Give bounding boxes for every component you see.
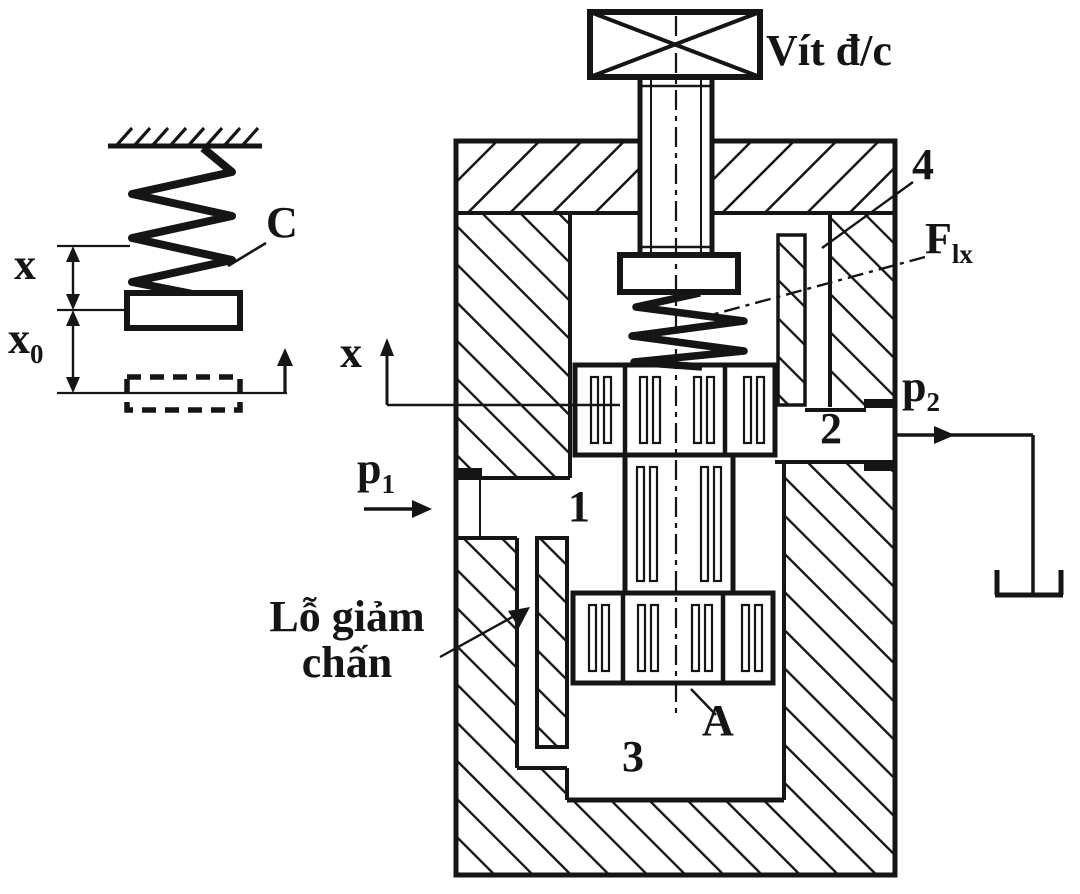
label-damping-hole: Lỗ giảm chấn xyxy=(269,592,425,688)
label-p1: p1 xyxy=(357,444,395,499)
label-x0-dimension: x0 xyxy=(8,314,44,369)
label-p2: p2 xyxy=(902,362,940,417)
label-adjust-screw: Vít đ/c xyxy=(766,26,892,75)
leader-channel4 xyxy=(821,181,914,249)
port1-lip xyxy=(456,468,482,476)
label-port-2: 2 xyxy=(820,404,842,453)
label-area-A: A xyxy=(702,696,734,745)
valve-body-walls xyxy=(456,141,895,875)
leader-damping-hole xyxy=(439,613,517,659)
p2-outlet-line xyxy=(897,433,1035,593)
leader-stiffness-C xyxy=(227,241,267,268)
tank-symbol xyxy=(994,570,1064,598)
label-stiffness-C: C xyxy=(266,198,298,247)
label-port-1: 1 xyxy=(568,482,590,531)
leader-spring-force xyxy=(699,255,926,320)
label-channel-4: 4 xyxy=(912,140,934,189)
label-x-axis: x xyxy=(340,328,362,377)
adjusting-screw xyxy=(587,9,763,295)
leader-area-A xyxy=(690,688,717,716)
damping-channel-wall xyxy=(535,536,569,749)
port2-upper-lip xyxy=(864,399,895,408)
valve-spool xyxy=(570,362,778,686)
inset-spring xyxy=(128,144,236,299)
port-lips xyxy=(456,399,895,476)
inset-motion-arrowhead xyxy=(277,348,293,366)
inset-plate-initial xyxy=(124,374,243,413)
label-x-dimension: x xyxy=(14,240,36,289)
p2-flow-arrowhead xyxy=(934,426,955,444)
annotations xyxy=(364,181,1064,716)
inset-plate xyxy=(124,290,243,331)
port2-lower-lip xyxy=(864,462,895,471)
channel4-wall xyxy=(776,233,807,407)
p1-flow-arrowhead xyxy=(412,500,432,518)
main-spring xyxy=(628,289,748,371)
label-chamber-3: 3 xyxy=(622,732,644,781)
inset-spring-model xyxy=(57,126,293,413)
label-spring-force: Flx xyxy=(925,214,973,269)
x-axis-arrowhead xyxy=(380,338,394,356)
spring-seat-plate xyxy=(617,252,741,295)
damping-leader-arrowhead xyxy=(508,607,530,628)
